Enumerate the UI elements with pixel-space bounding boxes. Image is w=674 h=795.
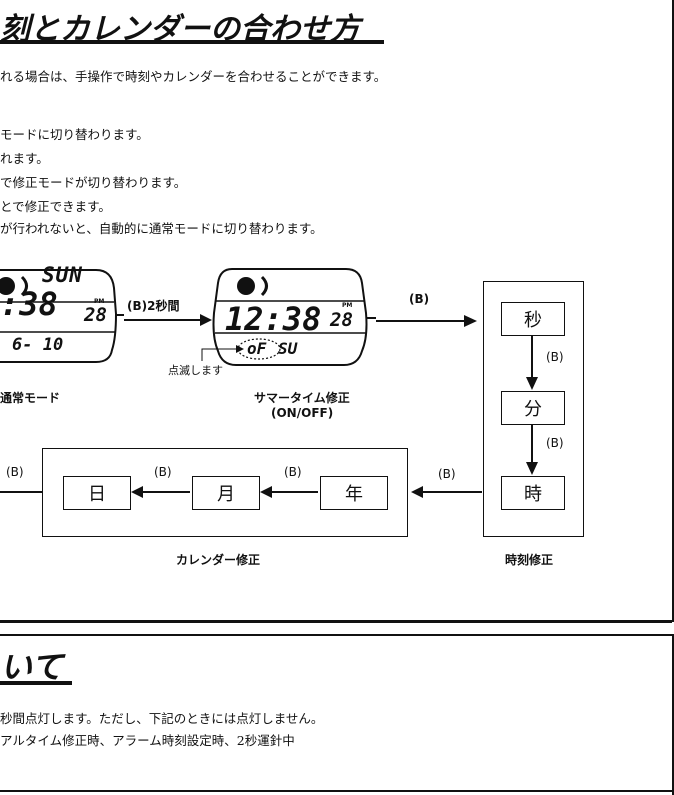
- watch1-day: SUN: [42, 263, 83, 287]
- watch1-pm: PM: [94, 298, 105, 305]
- title-underline: [0, 40, 384, 44]
- summer-time-label: サマータイム修正: [254, 391, 350, 405]
- section-right-border: [672, 0, 674, 622]
- watch2-pm: PM: [342, 302, 353, 309]
- summer-time-onoff-label: (ON/OFF): [271, 406, 334, 420]
- minutes-box: 分: [501, 391, 565, 425]
- arrow-line-icon: [0, 491, 42, 493]
- year-box: 年: [320, 476, 388, 510]
- step-line-1: モードに切り替わります。: [0, 127, 149, 142]
- watch2-time: 12:38: [225, 300, 322, 338]
- watch2-seconds: 28: [330, 309, 353, 331]
- arrow-right-icon: [376, 315, 477, 327]
- time-correction-panel: [483, 281, 584, 537]
- section2-right-border: [672, 634, 674, 795]
- arrow-down-icon: [526, 424, 538, 475]
- section2-line-2: アルタイム修正時、アラーム時刻設定時、2秒運針中: [0, 733, 295, 748]
- section2-title: いて: [0, 648, 64, 686]
- calendar-correction-label: カレンダー修正: [176, 553, 261, 567]
- watch1-seconds: 28: [84, 304, 107, 326]
- step-line-2: れます。: [0, 151, 49, 166]
- blink-pointer-icon: [201, 345, 244, 361]
- time-correction-label: 時刻修正: [505, 553, 554, 567]
- watch2-dst-value: oF: [247, 339, 267, 358]
- arrow-label-b-2sec: (B)2秒間: [127, 299, 180, 313]
- step-line-3: で修正モードが切り替わります。: [0, 175, 187, 190]
- watch1-time: :38: [0, 285, 58, 323]
- section2-title-underline: [0, 681, 72, 685]
- arrow-left-icon: [411, 486, 482, 498]
- arrow-label-b-3: (B): [546, 436, 564, 450]
- arrow-label-b-1: (B): [409, 292, 430, 306]
- blink-label: 点滅します: [168, 364, 223, 377]
- arrow-label-b-4: (B): [438, 467, 456, 481]
- section2-bottom-border: [0, 790, 674, 792]
- calendar-correction-panel: [42, 448, 408, 537]
- month-box: 月: [192, 476, 260, 510]
- arrow-label-b-6: (B): [284, 465, 302, 479]
- step-line-5: が行われないと、自動的に通常モードに切り替わります。: [0, 221, 323, 236]
- intro-text: れる場合は、手操作で時刻やカレンダーを合わせることができます。: [0, 69, 387, 84]
- normal-mode-label: 通常モード: [0, 391, 61, 405]
- watch2-day: SU: [278, 339, 298, 358]
- arrow-left-icon: [131, 486, 190, 498]
- arrow-label-b-7: (B): [6, 465, 24, 479]
- arrow-down-icon: [526, 335, 538, 390]
- section-divider: [0, 620, 672, 623]
- arrow-right-icon: [124, 314, 212, 326]
- section2-line-1: 秒間点灯します。ただし、下記のときには点灯しません。: [0, 711, 324, 726]
- arrow-left-icon: [260, 486, 318, 498]
- step-line-4: とで修正できます。: [0, 199, 111, 214]
- arrow-label-b-5: (B): [154, 465, 172, 479]
- seconds-box: 秒: [501, 302, 565, 336]
- summer-time-watch-icon: [212, 268, 376, 366]
- arrow-label-b-2: (B): [546, 350, 564, 364]
- watch1-date: 6- 10: [12, 335, 64, 355]
- section2-top-border: [0, 634, 672, 636]
- day-box: 日: [63, 476, 131, 510]
- hours-box: 時: [501, 476, 565, 510]
- normal-mode-watch-icon: [0, 269, 124, 363]
